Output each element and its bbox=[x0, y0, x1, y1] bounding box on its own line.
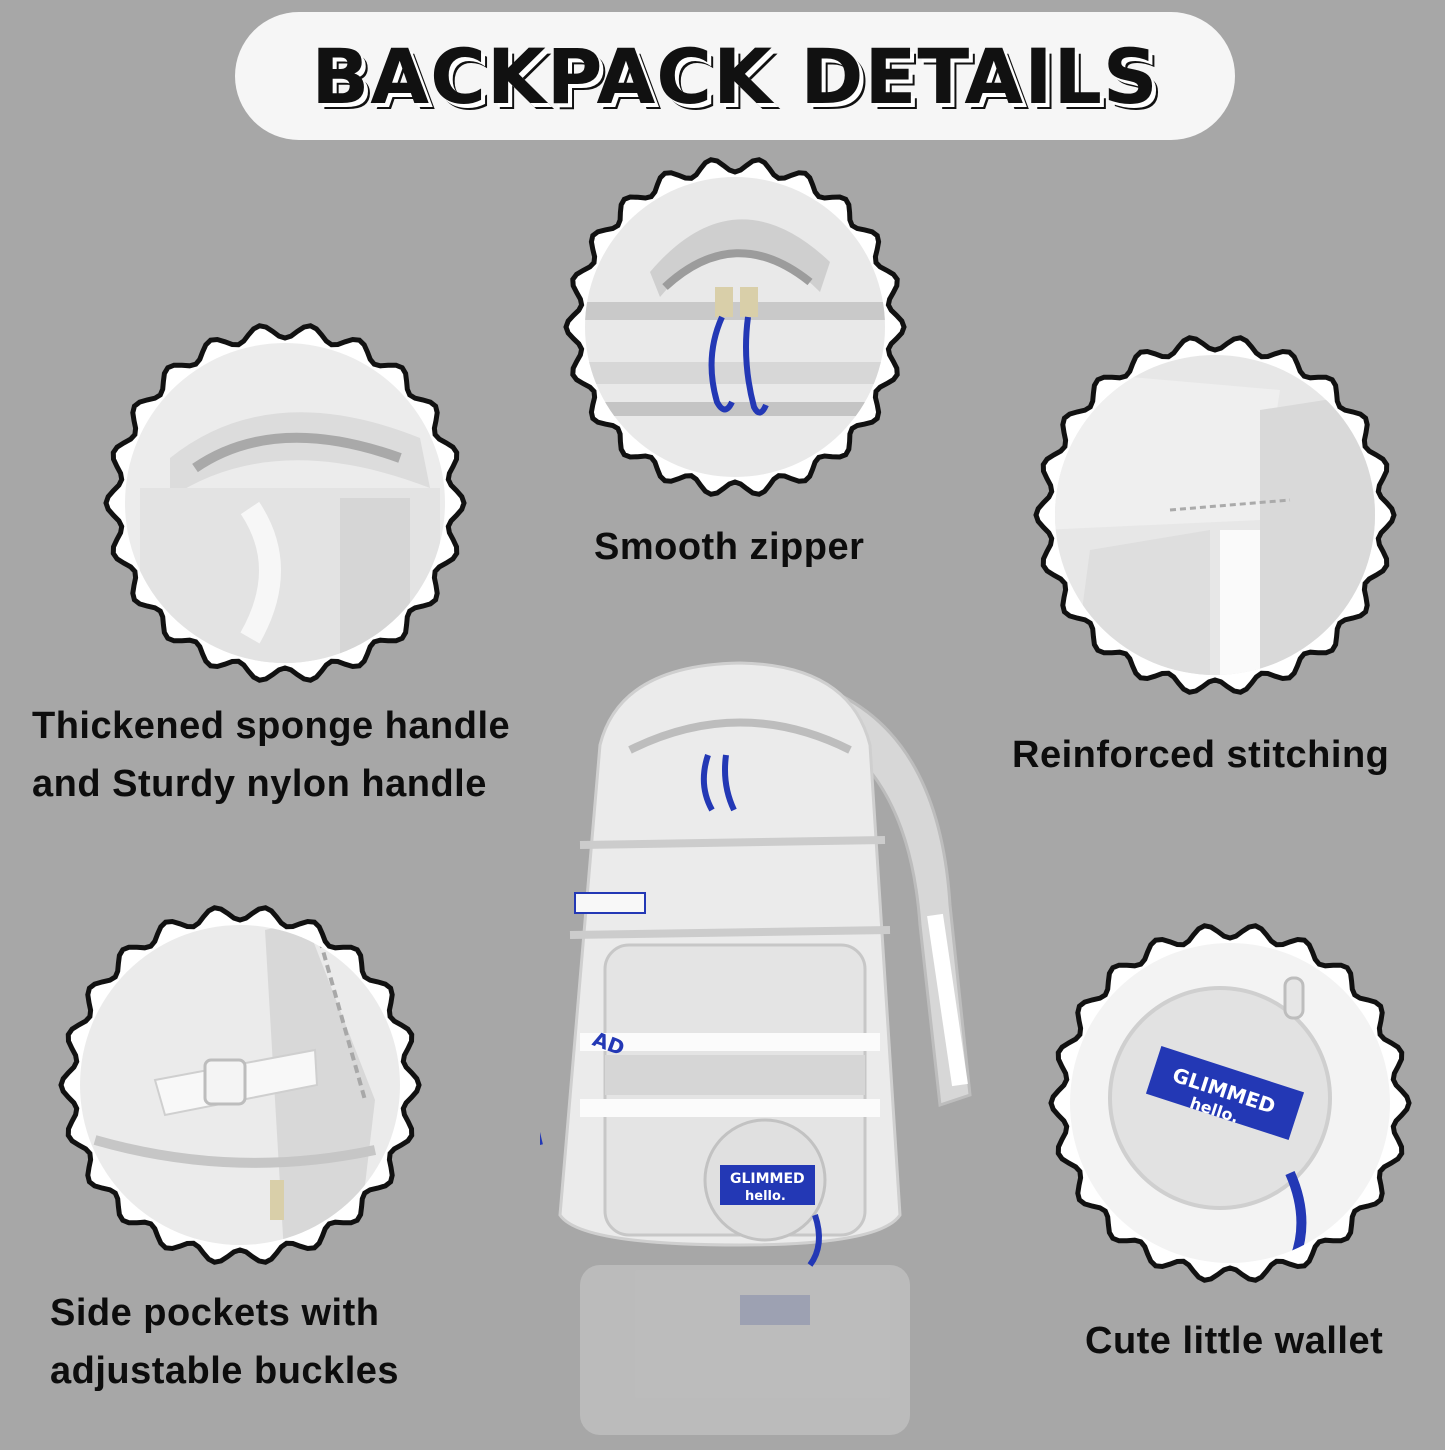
zipper-detail-badge bbox=[560, 152, 910, 502]
stitching-detail-badge bbox=[1030, 330, 1400, 700]
handle-caption: Thickened sponge handle and Sturdy nylon… bbox=[32, 697, 510, 813]
zipper-caption-line1: Smooth zipper bbox=[594, 526, 865, 568]
product-patch-brand: GLIMMED bbox=[730, 1171, 805, 1187]
handle-detail-badge bbox=[100, 318, 470, 688]
stitching-caption-line1: Reinforced stitching bbox=[1012, 734, 1390, 776]
wallet-caption: Cute little wallet bbox=[1085, 1312, 1383, 1370]
page-title: BACKPACK DETAILS bbox=[311, 31, 1159, 121]
stitching-caption: Reinforced stitching bbox=[1012, 726, 1389, 784]
side-pocket-detail-badge bbox=[55, 900, 425, 1270]
zipper-caption: Smooth zipper bbox=[594, 518, 864, 576]
title-banner: BACKPACK DETAILS bbox=[235, 12, 1235, 140]
pockets-caption-line2: adjustable buckles bbox=[50, 1350, 400, 1392]
wallet-caption-line1: Cute little wallet bbox=[1085, 1320, 1384, 1362]
backpack-product-image: AD GLIMMED hello. bbox=[525, 655, 980, 1445]
wallet-detail-badge: GLIMMED hello. bbox=[1045, 918, 1415, 1288]
handle-caption-line1: Thickened sponge handle bbox=[32, 705, 511, 747]
pockets-caption-line1: Side pockets with bbox=[50, 1292, 380, 1334]
product-patch-sub: hello. bbox=[745, 1189, 786, 1204]
handle-caption-line2: and Sturdy nylon handle bbox=[32, 763, 487, 805]
pockets-caption: Side pockets with adjustable buckles bbox=[50, 1284, 399, 1400]
